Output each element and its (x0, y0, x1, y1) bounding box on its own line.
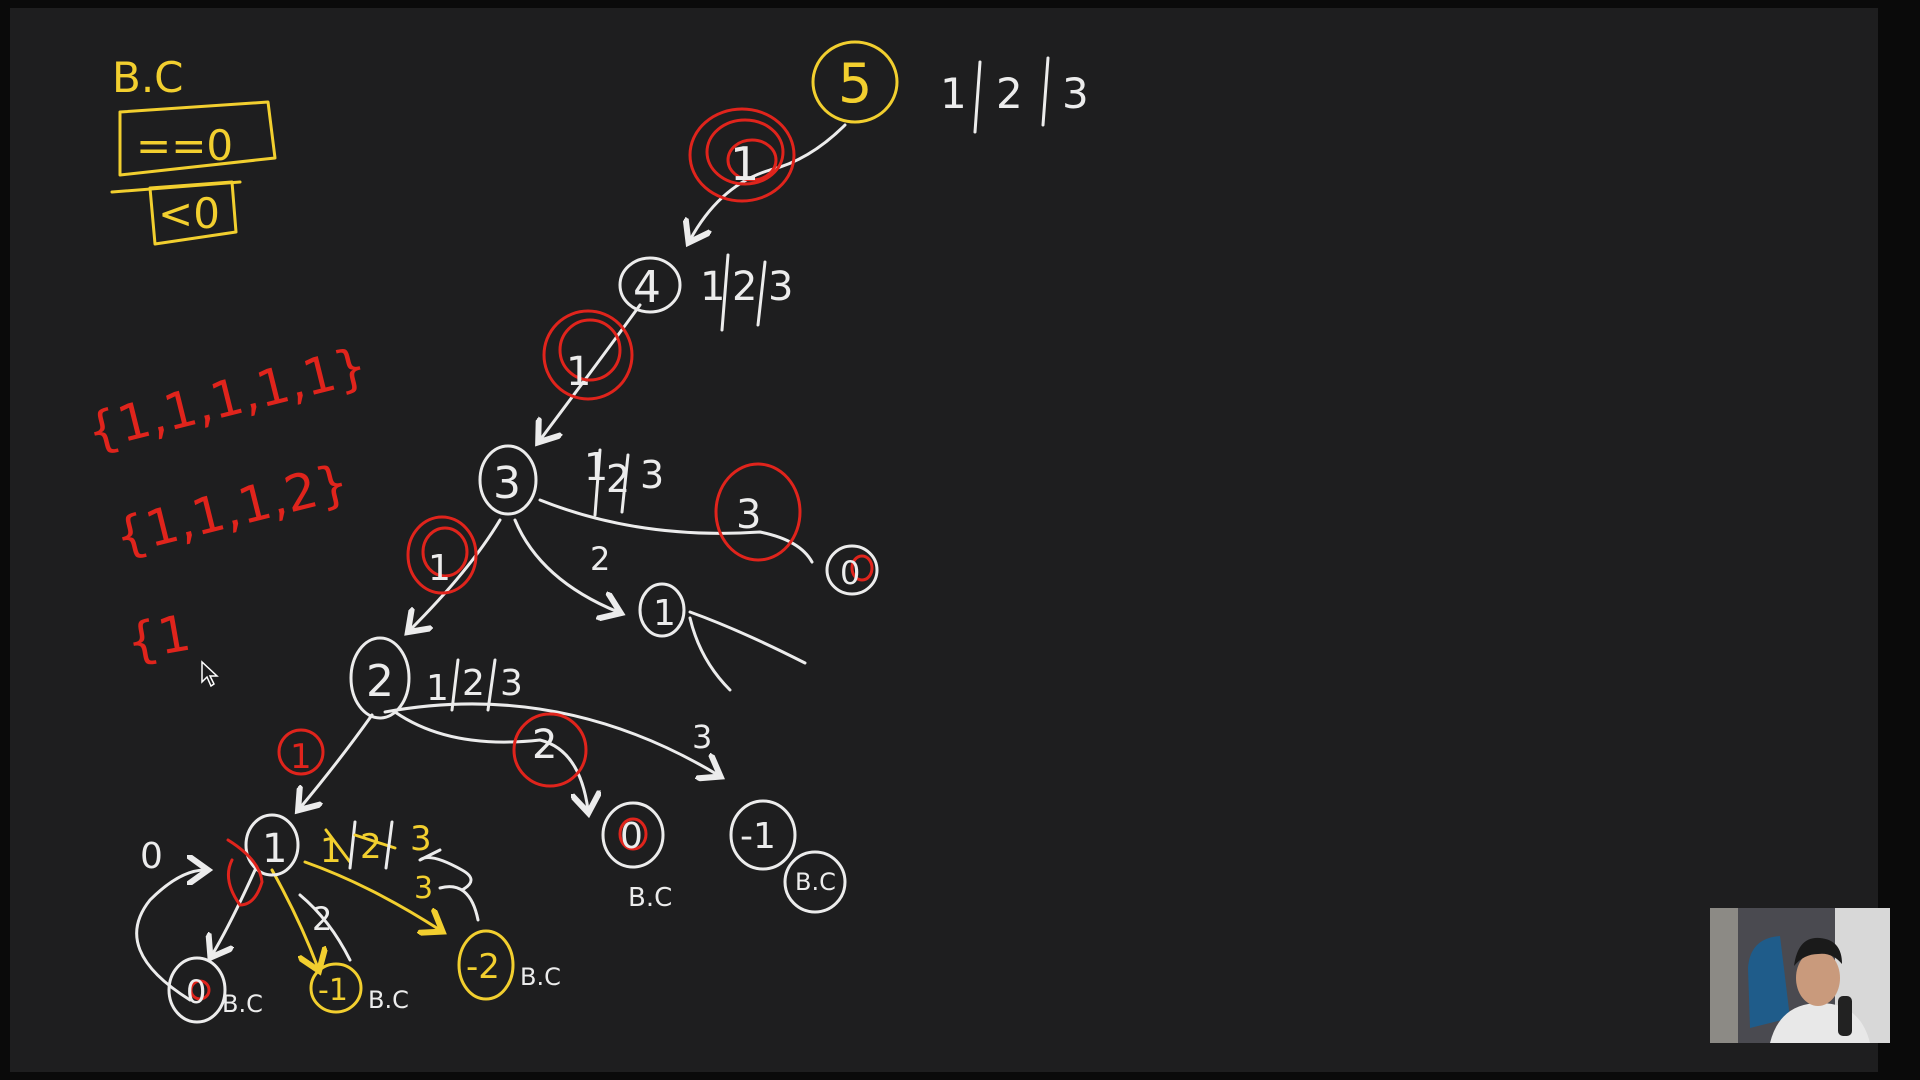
svg-text:3: 3 (640, 453, 664, 497)
node-root-label: 5 (838, 52, 872, 115)
svg-text:2: 2 (462, 663, 485, 704)
edge-label-2c: 2 (312, 900, 332, 938)
coins-n3: 1 2 3 (584, 445, 664, 517)
combo-2: {1,1,1,2} (109, 453, 355, 567)
bc-tag-3: B.C (222, 990, 263, 1018)
node-3-label: 3 (493, 458, 521, 509)
base-case-tags: B.C B.C B.C B.C B.C (222, 868, 836, 1018)
base-case-note: B.C ==0 <0 (110, 53, 277, 246)
node-minus1-b-label: -1 (318, 973, 348, 1008)
svg-text:3: 3 (1062, 69, 1089, 118)
tree-edges (135, 123, 847, 1002)
node-1-a-label: 1 (653, 593, 676, 634)
node-minus2-label: -2 (466, 947, 500, 987)
node-0-c (167, 956, 227, 1024)
negative-condition: <0 (158, 189, 220, 238)
node-minus1-a (729, 799, 797, 871)
node-4-label: 4 (633, 262, 661, 313)
svg-text:1: 1 (320, 831, 342, 871)
bc-circle (783, 850, 847, 914)
coins-n2: 1 2 3 (426, 658, 523, 712)
edge-label-2b: 2 (532, 722, 557, 768)
svg-text:3: 3 (500, 663, 523, 704)
mouse-cursor-icon (201, 660, 219, 688)
whiteboard-canvas[interactable] (10, 8, 1878, 1072)
edge-label-3a: 3 (736, 492, 761, 538)
node-1-b (244, 813, 300, 877)
node-0-a-label: 0 (840, 554, 860, 592)
side-mark-zero: 0 (140, 836, 163, 877)
tree-nodes: 5 4 3 1 0 2 0 -1 1 0 -1 (167, 40, 899, 1024)
edge-label-3c: 3 (414, 871, 433, 906)
node-3 (478, 444, 538, 516)
edge-label-3b: 3 (692, 718, 712, 756)
svg-text:2: 2 (732, 264, 757, 310)
edge-label-1c: 1 (428, 548, 451, 589)
webcam-overlay (1710, 908, 1890, 1043)
node-minus1-b (309, 962, 363, 1014)
svg-text:2: 2 (996, 69, 1023, 118)
node-0-b-label: 0 (620, 816, 643, 857)
node-root (811, 40, 899, 124)
svg-text:1: 1 (700, 264, 725, 310)
combo-1: {1,1,1,1,1} (81, 336, 373, 462)
coins-n1b: 1 2 3 (320, 819, 432, 871)
combinations-list: {1,1,1,1,1} {1,1,1,2} {1 (81, 336, 373, 672)
node-minus2 (457, 929, 515, 1001)
coins-n4: 1 2 3 (700, 253, 793, 332)
node-0-a (825, 544, 879, 596)
node-2 (349, 636, 411, 720)
node-minus1-a-label: -1 (740, 816, 776, 857)
zero-condition: ==0 (136, 121, 233, 170)
svg-text:1: 1 (940, 69, 967, 118)
presenter-avatar (1710, 908, 1890, 1043)
node-1-b-label: 1 (262, 826, 287, 872)
svg-text:3: 3 (768, 264, 793, 310)
coin-choices: 1 2 3 1 2 3 1 2 3 1 2 3 1 (320, 56, 1089, 871)
node-0-c-label: 0 (186, 973, 206, 1011)
svg-text:1: 1 (426, 668, 449, 709)
edge-label-1d: 1 (290, 737, 312, 777)
bc-tag-4: B.C (368, 986, 409, 1014)
bc-tag-1: B.C (628, 883, 672, 913)
edge-label-2a: 2 (590, 540, 610, 578)
svg-text:3: 3 (410, 819, 432, 859)
combo-3: {1 (122, 604, 195, 672)
node-4 (618, 256, 682, 314)
bc-tag-2: B.C (795, 868, 836, 896)
node-2-label: 2 (366, 656, 394, 707)
red-highlights (226, 107, 802, 907)
bc-tag-5: B.C (520, 963, 561, 991)
edge-labels: 1 1 1 1 2 2 2 3 3 3 0 (140, 137, 761, 938)
node-0-b (601, 801, 665, 869)
base-case-title: B.C (112, 53, 184, 102)
zero-condition-box (118, 100, 277, 177)
tree-edges-yellow (270, 860, 480, 968)
edge-label-1b: 1 (566, 349, 591, 395)
negative-condition-box (148, 180, 238, 246)
node-1-a (638, 582, 686, 638)
edge-label-1a: 1 (730, 137, 759, 191)
svg-text:2: 2 (360, 827, 382, 867)
coins-root: 1 2 3 (940, 56, 1089, 134)
